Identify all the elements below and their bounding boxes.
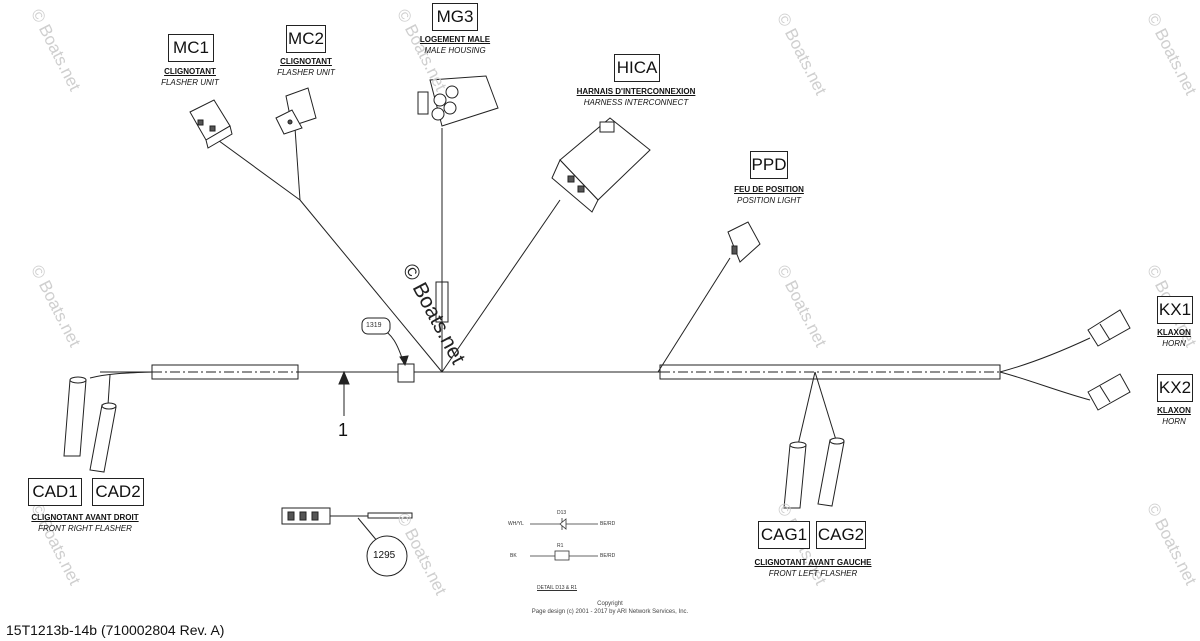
cad1-tube — [63, 376, 87, 457]
cag-label-en: FRONT LEFT FLASHER — [768, 569, 858, 578]
mg3-label-en: MALE HOUSING — [424, 46, 486, 55]
detail-r1-label: R1 — [557, 543, 564, 549]
drawing-reference: 15T1213b-14b (710002804 Rev. A) — [6, 622, 225, 638]
cad1-code-box: CAD1 — [28, 478, 82, 506]
mg3-label-fr: LOGEMENT MALE — [419, 35, 491, 44]
kx1-label: KLAXON HORN — [1150, 327, 1198, 349]
cag1-code-box: CAG1 — [758, 521, 810, 549]
detail-d13-label: D13 — [557, 510, 567, 516]
detail-schematic — [530, 518, 598, 561]
cad-label-fr: CLIGNOTANT AVANT DROIT — [31, 513, 139, 522]
callout-1295-circle — [366, 535, 408, 577]
ppd-connector-shape — [727, 221, 761, 263]
mc1-label-fr: CLIGNOTANT — [164, 67, 216, 76]
ppd-label: FEU DE POSITION POSITION LIGHT — [728, 184, 810, 206]
kx1-label-fr: KLAXON — [1157, 328, 1191, 337]
mg3-code-box: MG3 — [432, 3, 478, 31]
mc1-code-box: MC1 — [168, 34, 214, 62]
cag1-tube — [783, 441, 807, 509]
mc2-label: CLIGNOTANT FLASHER UNIT — [266, 56, 346, 78]
detail-bedr2-label: BE/RD — [600, 553, 616, 559]
cad-label-en: FRONT RIGHT FLASHER — [38, 524, 132, 533]
callout-1319-box — [361, 317, 391, 335]
mc2-label-fr: CLIGNOTANT — [280, 57, 332, 66]
hica-label-en: HARNESS INTERCONNECT — [583, 98, 689, 107]
ppd-code-box: PPD — [750, 151, 788, 179]
mg3-connector-shape — [417, 75, 499, 127]
cad2-code-box: CAD2 — [92, 478, 144, 506]
kx1-label-en: HORN — [1162, 339, 1186, 348]
cag-label: CLIGNOTANT AVANT GAUCHE FRONT LEFT FLASH… — [748, 557, 878, 579]
detail-bedr1-label: BE/RD — [600, 521, 616, 527]
cad-label: CLIGNOTANT AVANT DROIT FRONT RIGHT FLASH… — [20, 512, 150, 534]
copyright-line2: Page design (c) 2001 - 2017 by ARI Netwo… — [531, 609, 689, 615]
cad2-tube — [89, 402, 117, 473]
ppd-label-en: POSITION LIGHT — [736, 196, 801, 205]
copyright: Copyright Page design (c) 2001 - 2017 by… — [460, 600, 760, 616]
hica-code-box: HICA — [614, 54, 660, 82]
cag2-tube — [817, 437, 845, 507]
ppd-label-fr: FEU DE POSITION — [734, 185, 804, 194]
junction-box — [397, 363, 415, 383]
mc2-code-box: MC2 — [286, 25, 326, 53]
kx2-label: KLAXON HORN — [1150, 405, 1198, 427]
kx2-code-box: KX2 — [1157, 374, 1193, 402]
kx2-connector-shape — [1087, 373, 1131, 411]
mc2-label-en: FLASHER UNIT — [277, 68, 335, 77]
detail-bk-label: BK — [510, 553, 517, 559]
kx1-code-box: KX1 — [1157, 296, 1193, 324]
mc1-label: CLIGNOTANT FLASHER UNIT — [150, 66, 230, 88]
mc1-connector-shape — [189, 99, 233, 149]
mg3-label: LOGEMENT MALE MALE HOUSING — [412, 34, 498, 56]
mc1-label-en: FLASHER UNIT — [161, 78, 219, 87]
cag2-code-box: CAG2 — [816, 521, 866, 549]
kx2-label-fr: KLAXON — [1157, 406, 1191, 415]
kx2-label-en: HORN — [1162, 417, 1186, 426]
detail-whyl-label: WH/YL — [508, 521, 524, 527]
hica-label: HARNAIS D'INTERCONNEXION HARNESS INTERCO… — [576, 86, 696, 108]
callout-1319-text: 1319 — [366, 322, 382, 329]
callout-1295-text: 1295 — [373, 550, 396, 561]
cag-label-fr: CLIGNOTANT AVANT GAUCHE — [754, 558, 872, 567]
hica-label-fr: HARNAIS D'INTERCONNEXION — [576, 87, 696, 96]
copyright-line1: Copyright — [597, 601, 623, 607]
mc2-connector-shape — [275, 87, 317, 135]
terminal-1295-shape — [281, 507, 413, 543]
hica-connector-shape — [551, 117, 651, 213]
callout-1: 1 — [338, 420, 349, 440]
detail-title: DETAIL D13 & R1 — [537, 585, 578, 591]
kx1-connector-shape — [1087, 309, 1131, 347]
